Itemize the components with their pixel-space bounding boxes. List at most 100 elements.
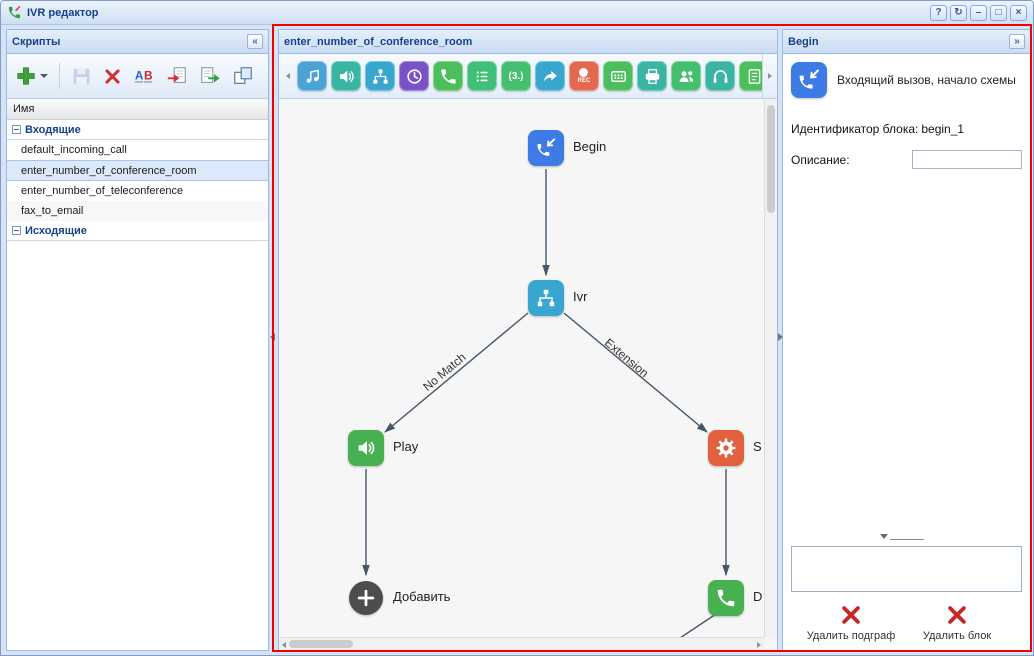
svg-text:A: A [135,69,144,83]
plus-icon [355,587,377,609]
palette-transfer-button[interactable] [535,61,565,91]
scroll-left-icon[interactable] [282,642,286,648]
node-label-add: Добавить [393,589,451,604]
description-input[interactable] [912,150,1022,169]
block-summary: Входящий вызов, начало схемы [791,62,1022,98]
app-icon [7,6,21,20]
speaker-icon [355,437,377,459]
vertical-scrollbar[interactable] [764,99,777,637]
delete-script-button[interactable] [101,62,124,90]
rename-ab-icon: A B [135,69,153,83]
palette-scroll-left-button[interactable] [281,54,295,98]
collapse-right-splitter-icon[interactable] [778,333,783,341]
node-label-play: Play [393,439,419,454]
collapse-group-icon[interactable] [12,226,21,235]
headset-icon [711,67,730,86]
node-label-dial: D [753,589,763,604]
collapse-left-splitter-icon[interactable] [270,333,275,341]
plus-icon [17,67,35,85]
script-row[interactable]: fax_to_email [7,201,268,221]
scripts-toolbar: A B [7,54,268,99]
help-button[interactable]: ? [930,4,947,21]
script-row-selected[interactable]: enter_number_of_conference_room [7,160,268,181]
save-script-button[interactable] [69,62,94,90]
group-row-outgoing[interactable]: Исходящие [7,221,268,241]
import-icon [167,67,186,83]
fax-icon [643,67,662,86]
palette-menu-list-button[interactable] [467,61,497,91]
palette-record-button[interactable]: REC [569,61,599,91]
horizontal-scrollbar-thumb[interactable] [289,640,353,648]
palette-operator-button[interactable] [705,61,735,91]
expand-panel-button[interactable]: » [1009,34,1025,49]
clone-script-button[interactable] [230,62,256,90]
rename-script-button[interactable]: A B [131,62,157,90]
close-button[interactable]: × [1010,4,1027,21]
block-id-line: Идентификатор блока:begin_1 [791,122,1022,136]
users-icon [677,67,696,86]
block-id-label: Идентификатор блока: [791,122,919,136]
red-cross-icon [105,68,120,84]
clone-icon [234,67,252,84]
horizontal-scrollbar[interactable] [279,637,764,650]
palette-scroll-right-button[interactable] [762,54,777,98]
edge-label-extension: Extension [602,336,651,381]
gear-icon [716,438,736,458]
refresh-button[interactable]: ↻ [950,4,967,21]
forward-arrow-icon [541,67,560,86]
palette-ivr-menu-button[interactable] [365,61,395,91]
title-bar: IVR редактор ? ↻ – □ × [1,1,1033,25]
record-icon: REC [578,67,590,85]
node-set[interactable] [708,430,744,466]
maximize-button[interactable]: □ [990,4,1007,21]
palette-music-button[interactable] [297,61,327,91]
clock-icon [405,67,424,86]
node-label-begin: Begin [573,139,607,154]
dropdown-caret-icon[interactable] [40,74,48,78]
scripts-panel-header: Скрипты « [7,30,268,54]
name-column-header[interactable]: Имя [7,99,268,120]
tree-icon [371,67,390,86]
scroll-right-icon[interactable] [757,642,761,648]
red-cross-icon [948,606,966,624]
palette-conference-button[interactable] [671,61,701,91]
palette-schedule-button[interactable] [399,61,429,91]
document-icon [745,67,764,86]
node-ivr[interactable] [528,280,564,316]
delete-subgraph-button[interactable]: Удалить подграф [795,604,907,642]
add-script-button[interactable] [13,62,50,90]
flow-canvas[interactable]: No Match Extension Begin Ivr Play [279,99,777,650]
tree-icon [535,287,557,309]
digits-icon: (3.) [508,70,524,82]
comment-textarea[interactable] [791,546,1022,592]
palette-call-button[interactable] [433,61,463,91]
palette-collect-digits-button[interactable]: (3.) [501,61,531,91]
properties-body: Входящий вызов, начало схемы Идентификат… [783,54,1030,650]
delete-block-button[interactable]: Удалить блок [907,604,1007,642]
music-icon [303,67,322,86]
collapse-group-icon[interactable] [12,125,21,134]
palette-announcement-button[interactable] [331,61,361,91]
delete-buttons-row: Удалить подграф Удалить блок [791,604,1022,642]
export-script-button[interactable] [197,62,223,90]
palette-keypad-button[interactable] [603,61,633,91]
import-script-button[interactable] [164,62,190,90]
vertical-scrollbar-thumb[interactable] [767,105,775,213]
description-row: Описание: [791,150,1022,169]
minimize-button[interactable]: – [970,4,987,21]
node-play[interactable] [348,430,384,466]
node-dial[interactable] [708,580,744,616]
properties-panel: Begin » Входящий вызов, начало схемы Иде… [782,29,1031,651]
script-row[interactable]: enter_number_of_teleconference [21,185,184,197]
splitter-handle[interactable] [791,534,1022,544]
node-begin[interactable] [528,130,564,166]
flow-edges: No Match Extension [362,169,730,638]
window-controls: ? ↻ – □ × [930,4,1027,21]
node-add[interactable] [349,581,383,615]
collapse-panel-button[interactable]: « [247,34,263,49]
script-row[interactable]: default_incoming_call [21,144,127,156]
properties-panel-title: Begin [788,35,819,48]
group-row-incoming[interactable]: Входящие [7,120,268,140]
palette-fax-button[interactable] [637,61,667,91]
